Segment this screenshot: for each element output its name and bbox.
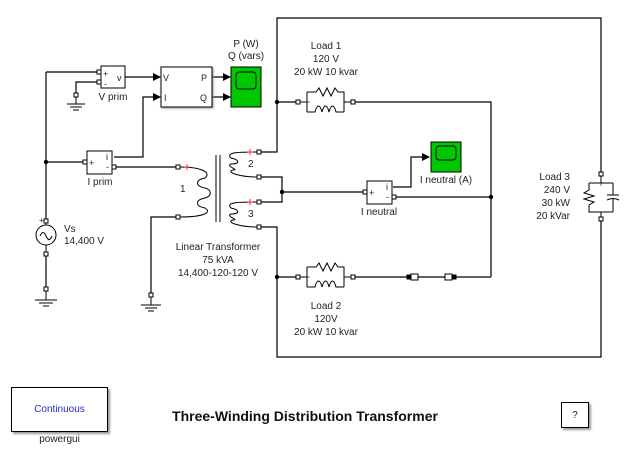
load3-rc-branch[interactable] [582, 171, 620, 222]
signal-lines [45, 17, 602, 358]
scope-pq-label-1: P (W) [233, 39, 259, 50]
i-neutral-out-label: i [386, 182, 388, 192]
help-icon: ? [572, 409, 578, 421]
i-neutral-name: I neutral [360, 207, 398, 218]
powergui-name: powergui [39, 434, 80, 445]
v-prim-plus-label: + [103, 69, 109, 79]
winding3-label: 3 [248, 209, 254, 220]
wire-vprim-minus [75, 81, 100, 94]
i-prim-name: I prim [87, 177, 113, 188]
pq-measurement-block[interactable] [160, 66, 213, 108]
signal-i [114, 93, 161, 158]
i-prim-plus-label: + [89, 158, 95, 168]
i-neutral-block[interactable] [362, 180, 397, 205]
load3-q: 20 kVar [536, 211, 570, 222]
v-prim-minus-label: - [104, 79, 107, 89]
load2-power: 20 kW 10 kvar [294, 327, 358, 338]
powergui-block[interactable]: Continuous [11, 387, 108, 432]
scope-pq[interactable] [230, 66, 262, 108]
source-polarity: + [39, 216, 44, 225]
scope-ineutral[interactable] [430, 141, 462, 173]
linear-transformer[interactable] [175, 149, 262, 230]
source-value: 14,400 V [64, 236, 105, 247]
wire-bottom [259, 218, 602, 358]
v-prim-out-label: v [117, 73, 122, 83]
scope-pq-label-2: Q (vars) [227, 51, 265, 62]
junctions [43, 99, 494, 280]
connection-port-right[interactable] [444, 273, 457, 281]
load1-rl-branch[interactable] [295, 86, 356, 113]
wire-neutral-join [259, 176, 283, 203]
transformer-rating: 75 kVA [202, 255, 234, 266]
scope-ineutral-label: I neutral (A) [419, 175, 473, 186]
wire-load1-out [353, 101, 492, 277]
pq-port-v: V [163, 73, 170, 83]
wire-tr-ground [150, 216, 180, 294]
model-title: Three-Winding Distribution Transformer [172, 408, 438, 424]
transformer-name: Linear Transformer [175, 242, 261, 253]
load2-rl-branch[interactable] [295, 261, 356, 288]
load1-name: Load 1 [310, 41, 342, 52]
source-name: Vs [64, 224, 76, 235]
ground-icon [67, 92, 85, 111]
load2-voltage: 120V [314, 314, 338, 325]
i-prim-minus-label: - [106, 162, 109, 172]
i-prim-out-label: i [106, 152, 108, 162]
help-button[interactable]: ? [561, 402, 589, 428]
i-neutral-minus-label: - [386, 192, 389, 202]
v-prim-block[interactable] [96, 65, 126, 89]
ground-icon [35, 286, 57, 307]
wire-top [259, 17, 602, 173]
signal-ineutral [393, 153, 430, 188]
pq-port-q: Q [200, 93, 208, 103]
i-prim-block[interactable] [82, 150, 117, 175]
pq-port-i: I [164, 93, 167, 103]
load3-voltage: 240 V [543, 185, 570, 196]
powergui-mode: Continuous [34, 404, 85, 415]
winding1-label: 1 [180, 184, 186, 195]
load3-name: Load 3 [539, 172, 570, 183]
pq-port-p: P [201, 73, 208, 83]
i-neutral-plus-label: + [369, 188, 375, 198]
load1-voltage: 120 V [312, 54, 340, 65]
winding2-label: 2 [248, 159, 254, 170]
ac-voltage-source[interactable] [35, 218, 57, 257]
transformer-voltages: 14,400-120-120 V [177, 268, 259, 279]
v-prim-name: V prim [98, 92, 128, 103]
load2-name: Load 2 [310, 301, 342, 312]
load3-p: 30 kW [541, 198, 570, 209]
ground-icon [141, 292, 161, 312]
load1-power: 20 kW 10 kvar [294, 67, 358, 78]
connection-port-left[interactable] [406, 273, 419, 281]
